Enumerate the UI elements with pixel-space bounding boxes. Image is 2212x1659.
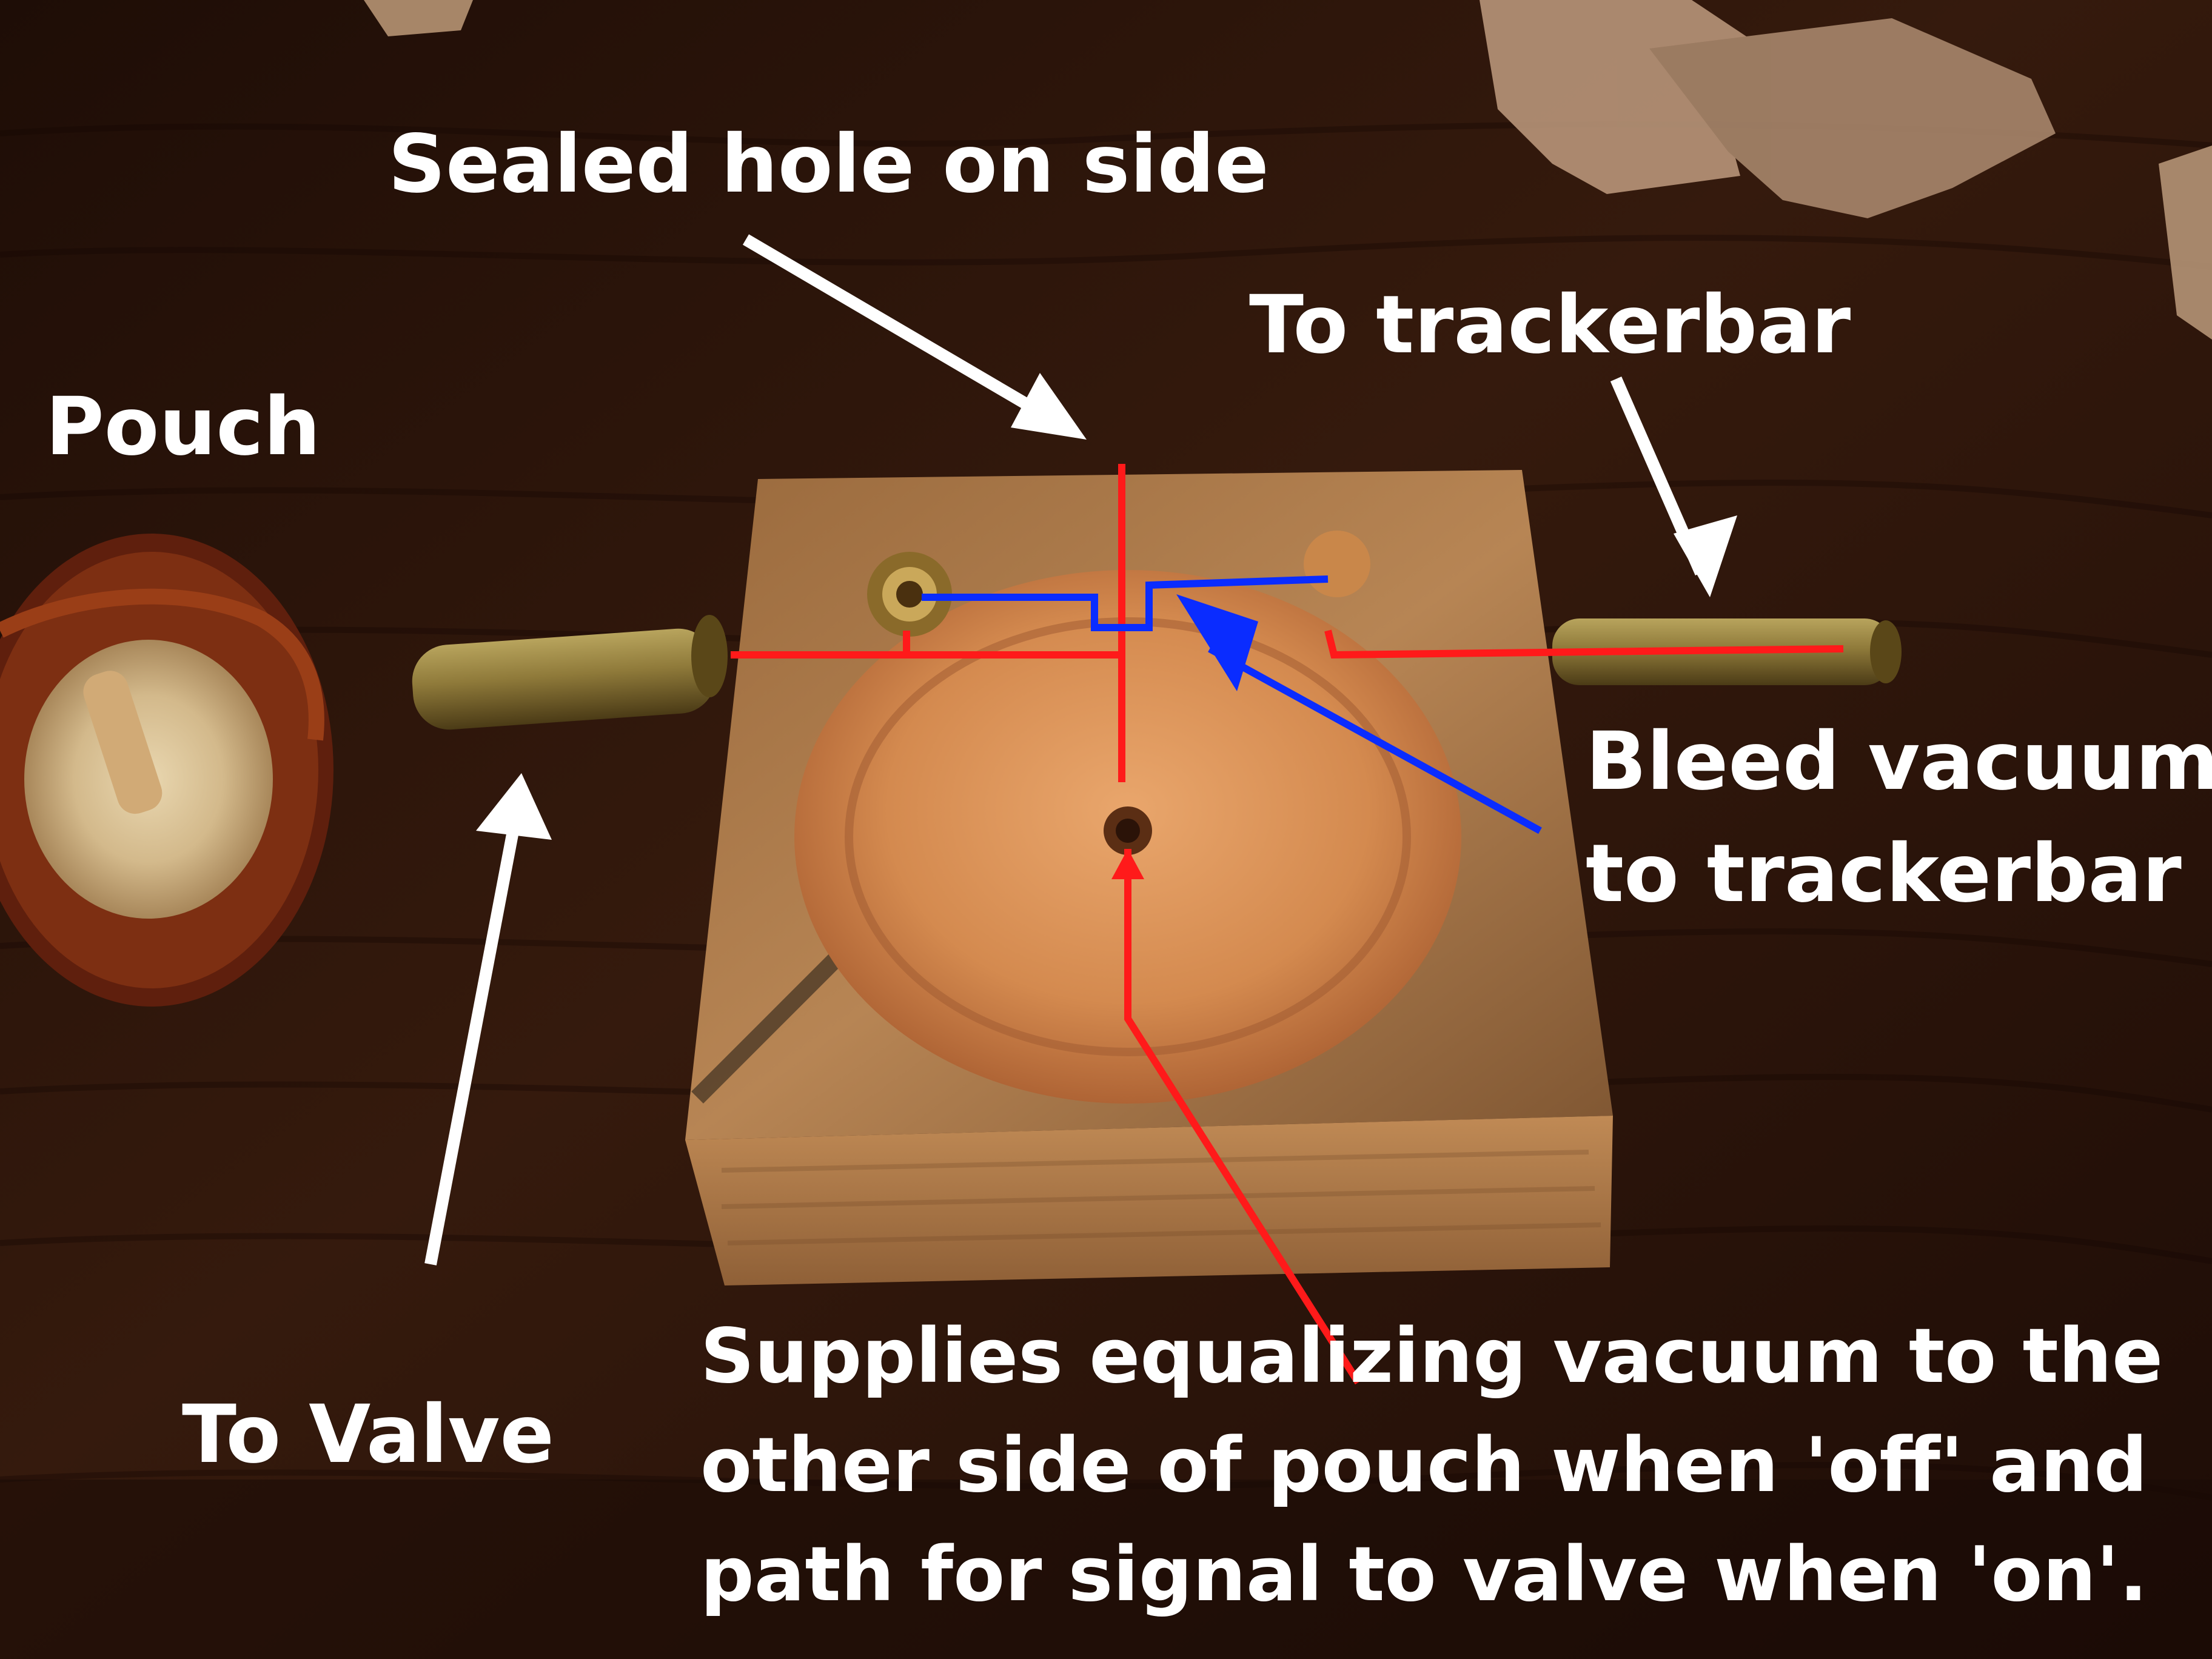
white-arrowheads (476, 373, 1737, 840)
supplies-label-line-3: path for signal to valve when 'on'. (700, 1531, 2148, 1618)
bleed-vacuum-label-line-2: to trackerbar (1586, 827, 2182, 920)
bleed-vacuum-label-line-1: Bleed vacuum (1586, 715, 2212, 808)
to-trackerbar-label: To trackerbar (1249, 278, 1851, 372)
blue-bleed-path (922, 575, 1542, 834)
to-valve-label: To Valve (182, 1388, 554, 1481)
arrow-sealed-hole (742, 234, 1065, 430)
cardboard-scraps (364, 0, 2212, 340)
blue-arrowhead (1176, 594, 1258, 691)
wooden-block (685, 470, 1613, 1285)
supplies-label-line-1: Supplies equalizing vacuum to the (700, 1313, 2163, 1400)
sealed-hole-label: Sealed hole on side (388, 118, 1269, 211)
pouch-leather (0, 534, 333, 1007)
left-brass-tube (412, 615, 728, 730)
arrow-to-valve (424, 817, 521, 1265)
arrowhead-to-trackerbar (1674, 515, 1737, 597)
arrowhead-sealed-hole (1011, 373, 1087, 440)
red-arrowhead (1111, 849, 1144, 879)
red-air-path (731, 464, 1844, 1385)
arrowhead-to-valve (476, 773, 552, 840)
supplies-label-line-2: other side of pouch when 'off' and (700, 1422, 2148, 1509)
pouch-label: Pouch (45, 380, 321, 474)
